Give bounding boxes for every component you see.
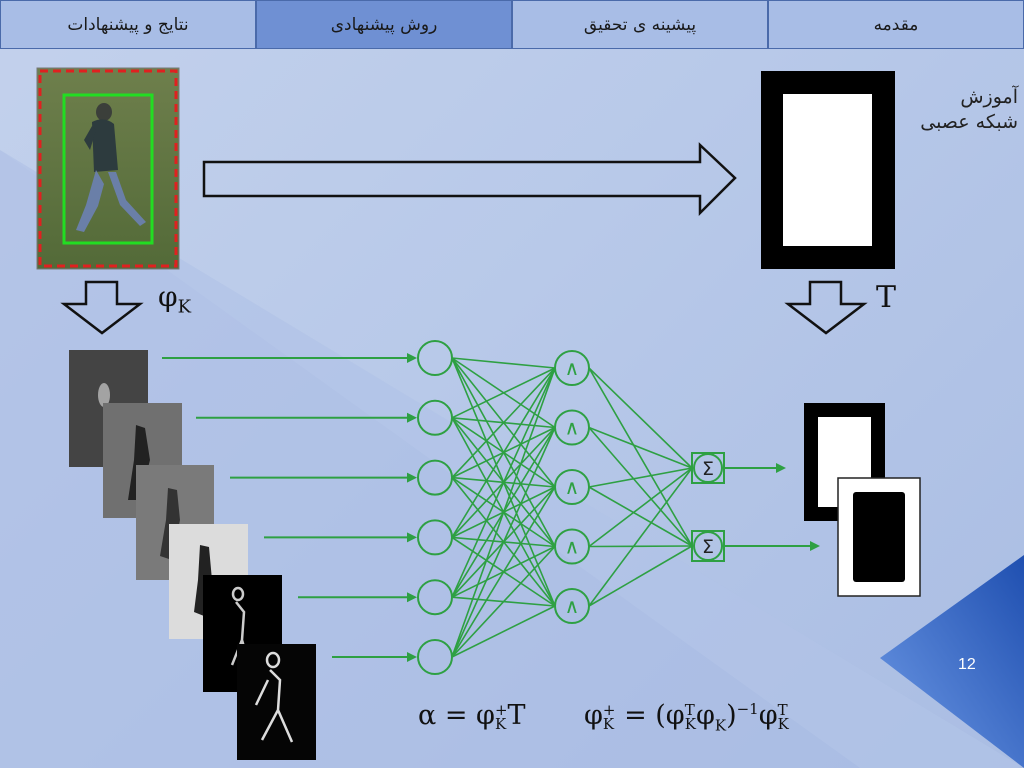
output-connection — [588, 367, 693, 469]
output-node-symbol: Σ — [702, 536, 714, 558]
hidden-node-symbol: ∧ — [565, 535, 580, 559]
output-arrowhead — [810, 541, 820, 551]
hidden-node — [554, 350, 590, 386]
training-label-line2: شبکه عصبی — [920, 111, 1018, 133]
hidden-connection — [451, 367, 556, 479]
hidden-connection — [451, 545, 556, 658]
down-arrow-right — [784, 280, 868, 335]
output-connection — [588, 545, 693, 607]
nav-tabs: نتایج و پیشنهادات روش پیشنهادی پیشینه ی … — [0, 0, 1024, 51]
hidden-connection — [451, 486, 556, 658]
hidden-node-symbol: ∧ — [565, 416, 580, 440]
output-connection — [588, 545, 693, 548]
hidden-connection — [451, 367, 556, 538]
output-connection — [588, 467, 693, 488]
tab-introduction[interactable]: مقدمه — [768, 0, 1024, 49]
hidden-connection — [451, 605, 556, 658]
output-connection — [588, 426, 693, 469]
hidden-connection — [451, 367, 556, 419]
hidden-node — [554, 409, 590, 446]
output-arrowhead — [776, 463, 786, 473]
output-connection — [588, 367, 693, 547]
input-arrowhead — [407, 652, 417, 662]
candidate-bbox — [38, 69, 178, 268]
hidden-node-symbol: ∧ — [565, 356, 580, 380]
page-number: 12 — [958, 656, 976, 673]
training-arrow — [202, 142, 737, 217]
neural-network: ∧ ∧ ∧ ∧ ∧ Σ Σ — [162, 340, 820, 675]
hidden-connection — [451, 367, 556, 658]
target-mask — [761, 71, 895, 269]
training-label-line1: آموزش — [960, 86, 1018, 108]
corner-decoration — [880, 555, 1024, 768]
input-node — [417, 579, 453, 616]
hidden-connection — [451, 367, 556, 598]
hidden-node — [554, 528, 590, 565]
output-connection — [588, 467, 693, 607]
hidden-node-symbol: ∧ — [565, 594, 580, 618]
input-arrowhead — [407, 412, 417, 423]
phi-k-label: φK — [158, 280, 192, 318]
hidden-node — [554, 469, 590, 505]
input-arrowhead — [407, 532, 417, 543]
down-arrow-left — [60, 280, 144, 335]
tab-proposed-method[interactable]: روش پیشنهادی — [256, 0, 512, 49]
input-node — [417, 399, 453, 436]
hidden-node-symbol: ∧ — [565, 475, 580, 499]
input-frame — [36, 67, 180, 270]
output-node — [693, 453, 723, 483]
input-arrowhead — [407, 353, 417, 363]
feature-image-6 — [237, 644, 316, 760]
output-connection — [588, 467, 693, 548]
hidden-node — [554, 588, 590, 624]
hidden-connection — [451, 357, 556, 369]
output-connection — [588, 486, 693, 547]
t-label: T — [876, 280, 897, 315]
detection-bbox — [62, 93, 154, 245]
output-masks — [804, 403, 921, 597]
input-node — [417, 459, 453, 496]
training-label: آموزش شبکه عصبی — [895, 85, 1018, 135]
output-node — [693, 531, 723, 561]
tab-results[interactable]: نتایج و پیشنهادات — [0, 0, 256, 49]
output-connection — [588, 426, 693, 547]
pedestrian-figure — [76, 103, 146, 232]
input-node — [417, 519, 453, 556]
input-arrowhead — [407, 592, 417, 603]
input-node — [417, 340, 453, 376]
hidden-connection — [451, 427, 556, 658]
tab-literature-review[interactable]: پیشینه ی تحقیق — [512, 0, 768, 49]
output-node-symbol: Σ — [702, 458, 714, 480]
input-node — [417, 639, 453, 675]
feature-image-stack — [69, 350, 316, 760]
input-arrowhead — [407, 472, 417, 483]
